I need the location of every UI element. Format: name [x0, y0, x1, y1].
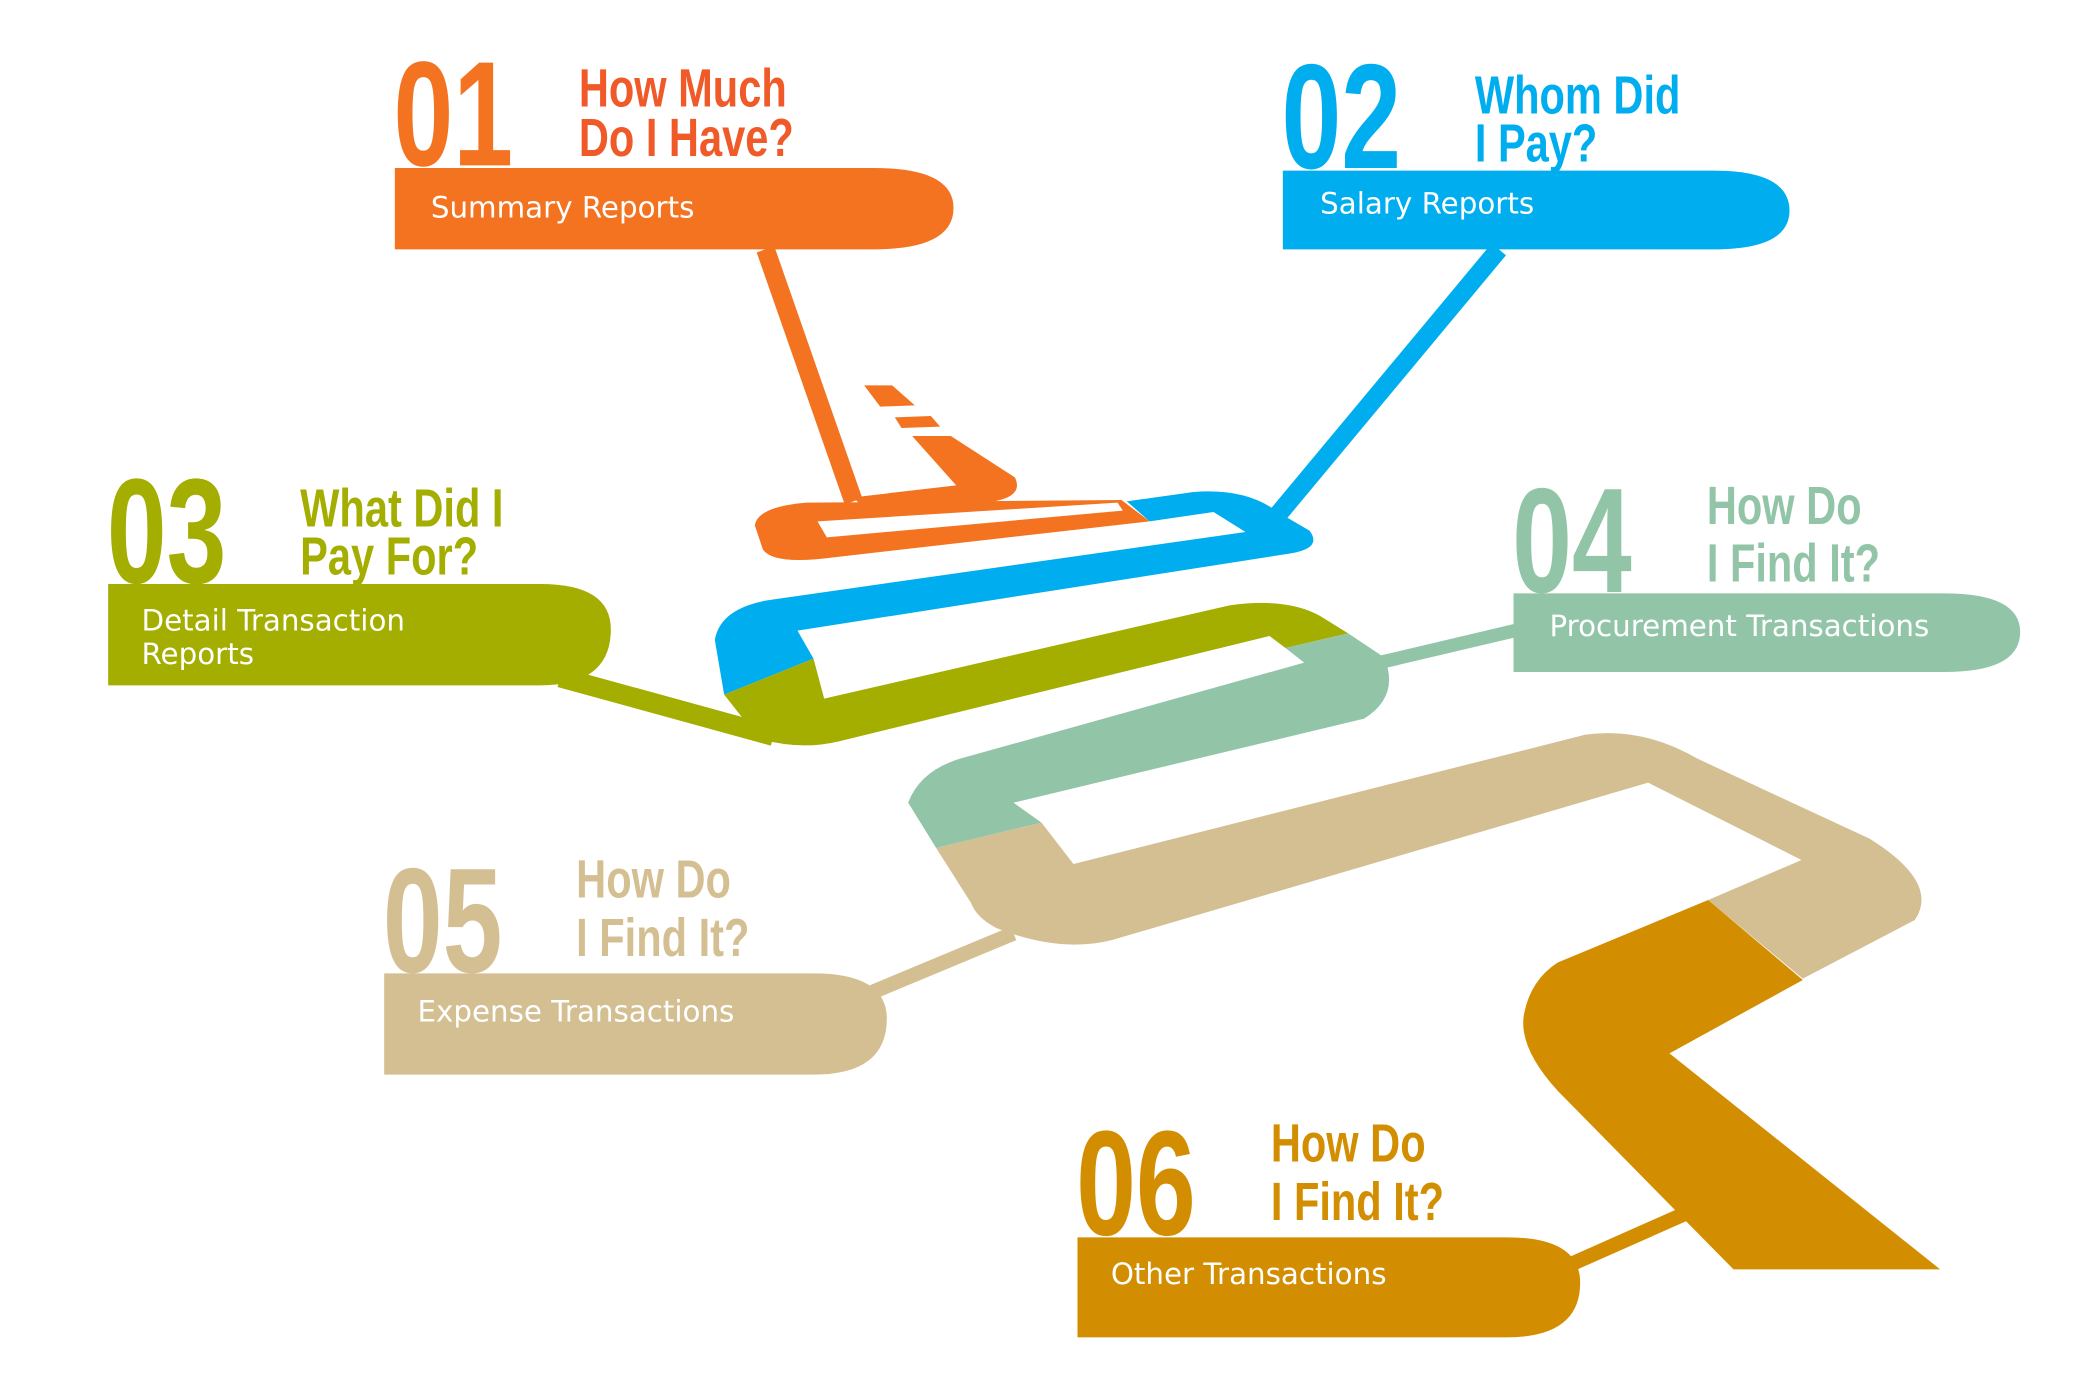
label-box: [1282, 170, 1790, 250]
mop-head-orange: [853, 436, 1018, 512]
step-01: 01 How Much Do I Have? Summary Reports: [394, 30, 954, 250]
label-text: Expense Transactions: [418, 994, 735, 1028]
label-box: [1077, 1237, 1581, 1338]
connector-line-01: [756, 246, 863, 505]
mop-inner-gap: [817, 502, 1123, 538]
connector-line-02: [1266, 243, 1507, 526]
label-text-line-2: Reports: [142, 637, 255, 671]
ribbon-segment-gold: [1523, 900, 1941, 1270]
ribbon-segment-blue: [714, 491, 1314, 695]
step-06: 06 How Do I Find It? Other Transactions: [1076, 1099, 1581, 1338]
step-question-line-1: Whom Did: [1475, 66, 1681, 125]
step-question-line-2: I Find It?: [1707, 534, 1880, 593]
step-question-line-2: I Pay?: [1475, 114, 1598, 173]
label-text: Salary Reports: [1320, 186, 1534, 220]
connector-line-05: [866, 926, 1017, 1001]
label-text: Summary Reports: [431, 190, 695, 224]
summary-reports-button[interactable]: Summary Reports: [394, 168, 954, 250]
step-question-line-1: How Do: [576, 850, 731, 909]
step-05: 05 How Do I Find It? Expense Transaction…: [383, 837, 887, 1075]
detail-transaction-reports-button[interactable]: Detail Transaction Reports: [108, 584, 611, 686]
step-02: 02 Whom Did I Pay? Salary Reports: [1282, 33, 1790, 250]
procurement-transactions-button[interactable]: Procurement Transactions: [1513, 593, 2021, 672]
label-text: Procurement Transactions: [1550, 609, 1930, 643]
connector-line-04: [1371, 624, 1517, 671]
step-03: 03 What Did I Pay For? Detail Transactio…: [107, 447, 611, 686]
ribbon-segment-green: [908, 633, 1390, 848]
label-box: [394, 168, 954, 250]
step-question-line-1: How Much: [579, 60, 787, 119]
label-box: [1513, 593, 2021, 672]
step-question-line-1: How Do: [1271, 1114, 1426, 1173]
step-04: 04 How Do I Find It? Procurement Transac…: [1512, 457, 2021, 672]
mop-head-stripe-2: [894, 416, 941, 428]
step-question-line-1: How Do: [1707, 477, 1862, 536]
step-question-line-2: Pay For?: [300, 528, 478, 587]
label-text-line-1: Detail Transaction: [142, 604, 406, 638]
step-question-line-2: I Find It?: [576, 909, 749, 968]
step-question-line-2: Do I Have?: [579, 109, 794, 168]
connector-line-03: [557, 667, 777, 746]
expense-transactions-button[interactable]: Expense Transactions: [384, 973, 887, 1075]
label-box: [108, 584, 611, 686]
ribbon-segment-olive: [724, 602, 1349, 746]
salary-reports-button[interactable]: Salary Reports: [1282, 170, 1790, 250]
label-box: [384, 973, 887, 1075]
ribbon-segment-tan: [936, 733, 1922, 979]
step-question-line-2: I Find It?: [1271, 1173, 1444, 1232]
other-transactions-button[interactable]: Other Transactions: [1077, 1237, 1581, 1338]
step-question-line-1: What Did I: [300, 480, 503, 539]
label-text: Other Transactions: [1111, 1257, 1387, 1291]
mop-head-stripe-1: [864, 385, 915, 407]
